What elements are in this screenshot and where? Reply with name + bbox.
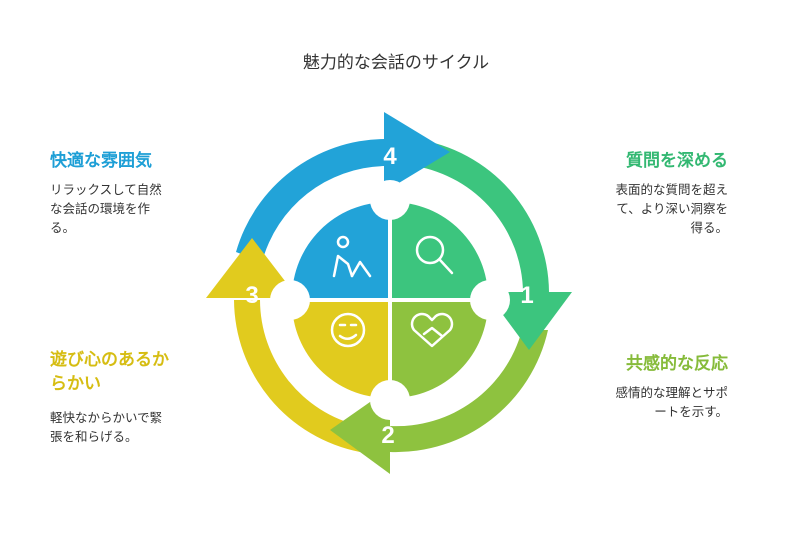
- step-1-desc-line: 表面的な質問を超え: [615, 182, 728, 197]
- connector-top: [370, 180, 410, 220]
- step-4-desc-line: な会話の環境を作: [50, 201, 151, 216]
- step-1-description: 表面的な質問を超え て、より深い洞察を 得る。: [615, 180, 728, 237]
- step-3-description: 軽快なからかいで緊 張を和らげる。: [50, 408, 162, 446]
- step-3-desc-line: 軽快なからかいで緊: [50, 410, 163, 425]
- step-1-desc-line: て、より深い洞察を: [616, 201, 728, 216]
- step-2-number: 2: [381, 422, 394, 449]
- arrow-head-4: [384, 112, 450, 192]
- connector-bottom: [370, 380, 410, 420]
- step-4-desc-line: リラックスして自然: [50, 182, 162, 197]
- step-1-title: 質問を深める: [626, 151, 728, 171]
- page-title: 魅力的な会話のサイクル: [302, 53, 490, 73]
- step-4-title: 快適な雰囲気: [50, 151, 152, 171]
- step-4-description: リラックスして自然 な会話の環境を作 る。: [50, 180, 162, 237]
- handshake-heart-icon: [410, 312, 454, 348]
- magnifier-icon: [415, 235, 454, 275]
- ring-segment-3: [234, 300, 360, 452]
- step-2-description: 感情的な理解とサポ ートを示す。: [615, 383, 728, 421]
- step-3-title: 遊び心のあるか らかい: [50, 348, 169, 396]
- quadrant-2: [392, 302, 488, 398]
- step-2-title: 共感的な反応: [626, 354, 728, 374]
- quadrant-1: [392, 202, 488, 298]
- quadrant-4: [292, 202, 388, 298]
- smiley-icon: [330, 312, 366, 348]
- connector-right: [470, 280, 510, 320]
- ring-segment-4: [236, 139, 384, 262]
- step-2-desc-line: ートを示す。: [654, 404, 728, 419]
- relaxing-person-icon: [332, 235, 372, 278]
- step-4-desc-line: る。: [50, 220, 76, 235]
- connector-left: [270, 280, 310, 320]
- step-1-number: 1: [520, 282, 533, 309]
- step-3-number: 3: [245, 282, 258, 309]
- step-2-desc-line: 感情的な理解とサポ: [615, 385, 728, 400]
- step-3-desc-line: 張を和らげる。: [50, 429, 138, 444]
- step-4-number: 4: [383, 143, 397, 170]
- arrow-head-3: [206, 238, 298, 298]
- step-3-title-line: 遊び心のあるか: [50, 350, 169, 370]
- step-1-desc-line: 得る。: [690, 220, 728, 235]
- step-3-title-line: らかい: [50, 374, 101, 394]
